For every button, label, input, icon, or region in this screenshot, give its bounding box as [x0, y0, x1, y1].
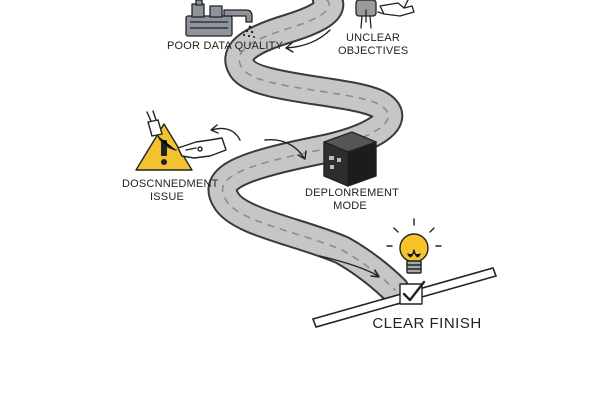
deployment-mode-line-2: MODE [333, 200, 367, 212]
clear-finish-label: CLEAR FINISH [372, 315, 482, 332]
disconnected-issue-label: DOSCNNEDMENT ISSUE [122, 178, 219, 204]
arrow-swirl-right [264, 138, 305, 159]
disconnected-issue-line-2: ISSUE [149, 191, 184, 203]
unclear-objectives-line-2: OBJECTIVES [338, 45, 409, 57]
black-cube-icon [323, 131, 377, 187]
arrow-head-swirl [297, 150, 307, 160]
unclear-objectives-label: UNCLEAR OBJECTIVES [338, 32, 408, 58]
arrow-to-poor-data [285, 29, 331, 49]
warning-triangle-unplugged-icon [135, 110, 227, 171]
lightbulb-checkbox-icon [386, 218, 442, 305]
arrow-to-finish [319, 255, 379, 277]
disconnected-issue-line-1: DOSCNNEDMENT [122, 178, 219, 190]
deployment-mode-label: DEPLONREMENT MODE [305, 187, 400, 213]
arrow-head-warning [210, 124, 219, 134]
direction-arrows [210, 29, 380, 278]
deployment-mode-line-1: DEPLONREMENT [305, 187, 400, 199]
arrow-head-finish [370, 269, 380, 278]
winding-road [207, 0, 410, 305]
confused-person-icon [355, 0, 415, 29]
arrow-to-warning [211, 127, 241, 141]
dripping-faucet-machine-icon [185, 0, 255, 38]
road-center-dashes [221, 0, 396, 291]
poor-data-quality-label: POOR DATA QUALITY [167, 40, 284, 52]
arrow-head-poor-data [285, 42, 294, 53]
unclear-objectives-line-1: UNCLEAR [346, 32, 400, 44]
